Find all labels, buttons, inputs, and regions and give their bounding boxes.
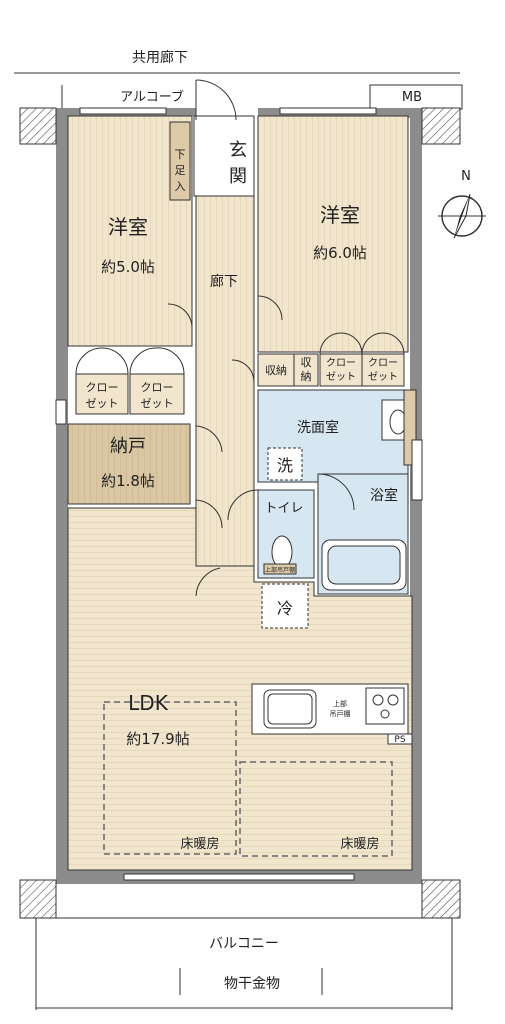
storage-1-label: 収納 [265,364,287,377]
doors [75,79,405,597]
genkan [193,115,255,197]
washer-space [267,447,303,481]
hallway-label: 廊下 [210,273,238,290]
ldk-label: LDK [128,691,169,715]
floor-heating-zone-1 [103,701,237,855]
range-hood-label-b: 吊戸棚 [330,709,351,718]
toilet-cabinet-label: 上部吊戸棚 [265,566,295,574]
shoe-box-label-1: 下 [175,148,186,161]
closet-left-1-label-a: クロー [86,381,119,394]
floor-heating-zone-2 [239,761,393,857]
nando-label: 納戸 [110,436,146,457]
western-room-right [257,115,409,353]
fridge-space [261,583,309,629]
range-hood-label-a: 上部 [333,699,347,708]
closet-left-1 [75,373,129,415]
shoe-box-label-2: 足 [175,164,186,177]
closet-right-2-label-a: クロー [368,357,398,369]
storage-2 [293,353,319,387]
closet-right-1 [319,353,363,387]
compass-n-label: N [461,169,471,184]
balcony-label: バルコニー [209,936,279,952]
bath-label: 浴室 [370,487,398,504]
closet-left-1-label-b: ゼット [86,397,119,410]
washroom-label: 洗面室 [297,419,339,436]
storage-1 [257,353,295,387]
ps-label: PS [394,735,405,745]
toilet-icon [271,535,293,569]
closet-right-2 [361,353,405,387]
closet-left-2-label-a: クロー [141,381,174,394]
toilet-label: トイレ [264,501,303,516]
nando [67,423,191,505]
floor-heating-label-1: 床暖房 [180,836,219,852]
ldk-size: 約17.9帖 [126,730,189,748]
shoe-box-label-3: 入 [175,180,186,193]
alcove-label: アルコーブ [120,89,184,105]
mb-label: MB [402,90,422,105]
western-left-label: 洋室 [108,215,148,239]
common-corridor-label: 共用廊下 [132,49,188,66]
storage-2-label-1: 収 [301,356,312,369]
genkan-label-2: 関 [229,166,247,187]
floor-heating-label-2: 床暖房 [340,836,379,852]
ldk [67,507,413,871]
closet-right-1-label-b: ゼット [326,371,356,383]
western-right-label: 洋室 [320,203,360,227]
western-left-size: 約5.0帖 [101,258,155,276]
genkan-label-1: 玄 [229,140,247,161]
windows [55,107,423,881]
shoe-box [169,121,191,201]
closet-right-2-label-b: ゼット [368,371,398,383]
fridge-label: 冷 [277,599,293,618]
closet-left-2-label-b: ゼット [141,397,174,410]
closet-left-2 [129,373,185,415]
closet-right-1-label-a: クロー [326,357,356,369]
compass-icon [438,193,486,239]
nando-size: 約1.8帖 [101,472,155,490]
washer-label: 洗 [277,456,293,475]
storage-2-label-2: 納 [301,370,312,383]
mb-box [369,84,463,110]
laundry-hardware-label: 物干金物 [224,976,280,992]
ps-box [387,733,413,745]
stove-icon [365,687,405,725]
western-right-size: 約6.0帖 [313,244,367,262]
hallway [195,195,255,567]
